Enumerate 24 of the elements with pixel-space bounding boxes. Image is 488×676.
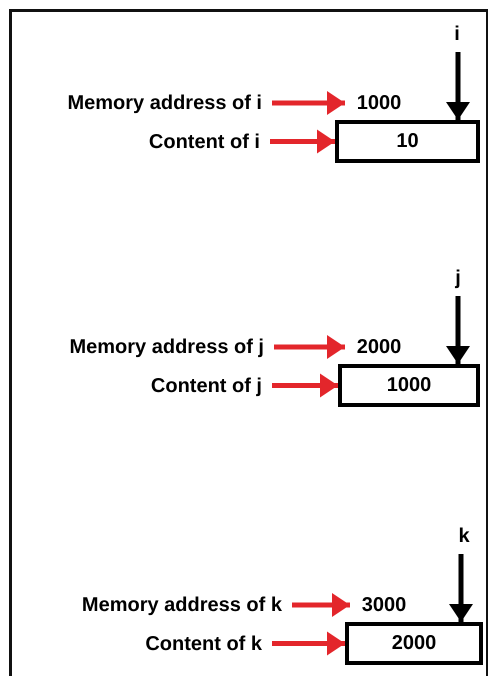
variable-name: k xyxy=(453,522,475,550)
memory-cell: 2000 xyxy=(345,622,483,665)
arrow xyxy=(270,130,335,154)
arrow xyxy=(446,52,470,120)
address-value: 1000 xyxy=(345,90,413,116)
arrow xyxy=(446,296,470,364)
arrow xyxy=(449,554,473,622)
memory-cell: 1000 xyxy=(338,364,480,407)
arrow xyxy=(272,91,345,115)
address-value: 2000 xyxy=(345,334,413,360)
content-label: Content of i xyxy=(40,129,260,155)
content-label: Content of k xyxy=(40,631,262,657)
address-value: 3000 xyxy=(350,592,418,618)
memory-cell: 10 xyxy=(335,120,480,163)
arrow xyxy=(292,593,350,617)
address-label: Memory address of k xyxy=(10,592,282,618)
address-label: Memory address of i xyxy=(10,90,262,116)
variable-name: j xyxy=(447,264,469,292)
arrow xyxy=(272,632,345,656)
arrow xyxy=(274,335,345,359)
variable-name: i xyxy=(446,20,468,48)
address-label: Memory address of j xyxy=(10,334,264,360)
content-label: Content of j xyxy=(40,373,262,399)
arrow xyxy=(272,374,338,398)
